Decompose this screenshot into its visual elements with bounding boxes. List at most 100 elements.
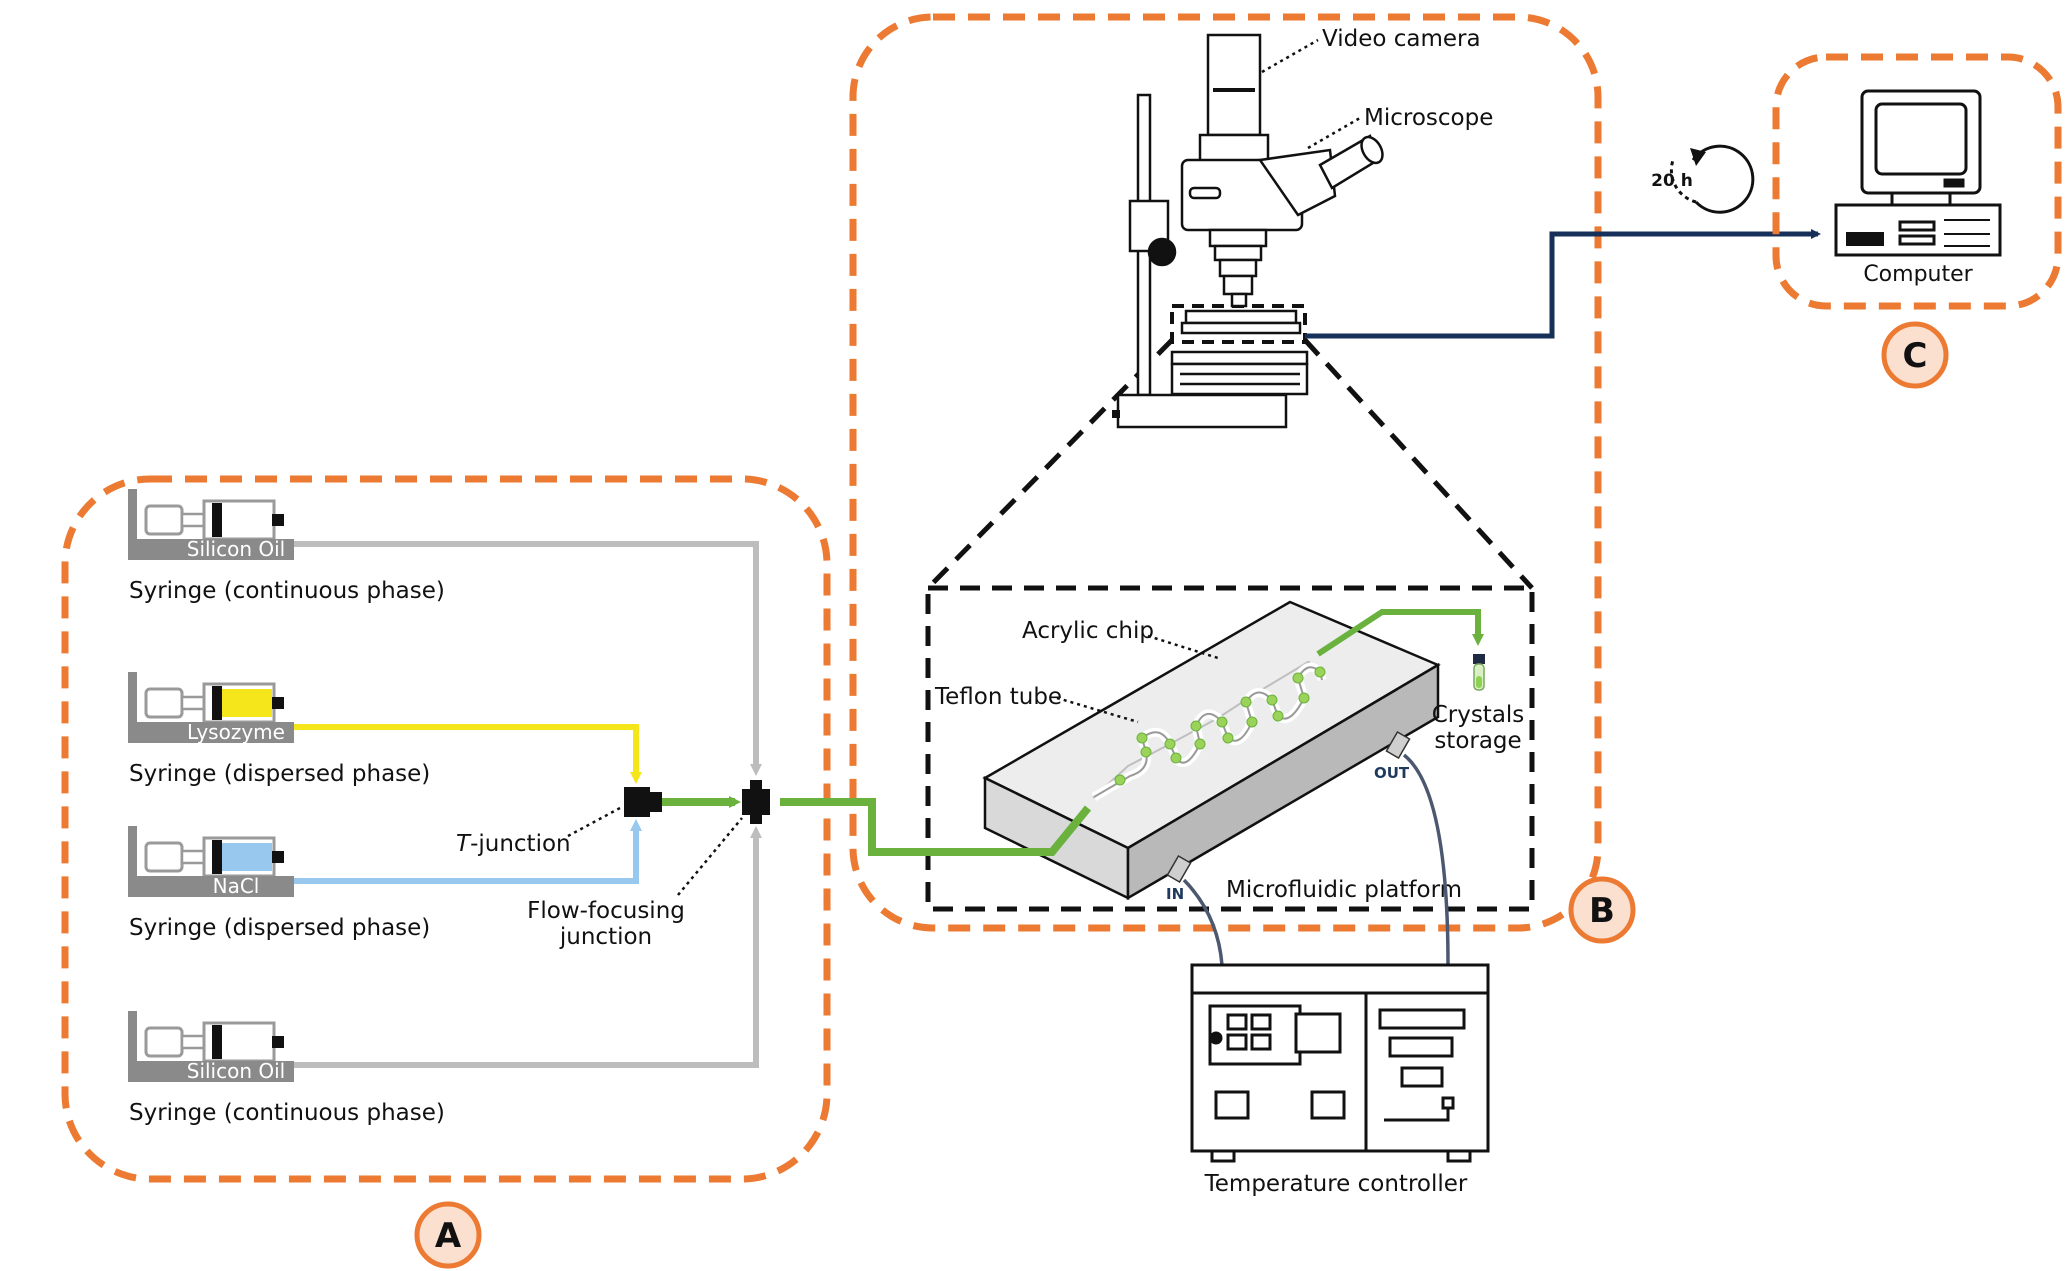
thermal-cable-out [1402, 753, 1450, 966]
syringe-label-plate [128, 722, 294, 743]
crystal-droplet [1140, 746, 1152, 758]
crystal-droplet [1314, 666, 1326, 678]
syringe-label: NaCl [213, 874, 260, 898]
teflon-tube-leader [1056, 696, 1139, 724]
panel-c-border [1772, 53, 2062, 310]
crystal-droplet [1136, 732, 1148, 744]
crystal-droplet [1246, 716, 1258, 728]
temperature-controller-label: Temperature controller [1204, 1171, 1468, 1197]
panel-a-badge-letter: A [435, 1216, 462, 1256]
t-junction-label: T-junction [456, 831, 571, 857]
microscope-label: Microscope [1364, 105, 1493, 131]
syringe-label-plate [128, 539, 294, 560]
microfluidic-platform-label: Microfluidic platform [1226, 877, 1462, 903]
syringe-label-plate [128, 876, 294, 897]
panel-a-border [61, 475, 831, 1183]
syringe-tip [272, 851, 284, 863]
syringe-fluid [222, 689, 272, 717]
syringe-tip [272, 697, 284, 709]
syringe-plunger-rod [180, 512, 208, 528]
in-port [1166, 854, 1192, 884]
teflon-tube-line [1093, 666, 1323, 798]
syringe-plunger-rod [180, 1034, 208, 1050]
syringe-fluid [222, 843, 272, 871]
panel-b-border [849, 13, 1602, 932]
flow-focusing-leader [677, 817, 743, 896]
flow-focusing-label-line1: Flow-focusing [527, 898, 685, 924]
syringe-plunger-handle [144, 687, 184, 719]
syringe-caption: Syringe (dispersed phase) [129, 761, 430, 787]
camera-leader [1261, 38, 1319, 74]
syringe-fluid [222, 1028, 272, 1056]
syringe-plunger-handle [144, 1026, 184, 1058]
crystal-droplet [1292, 672, 1304, 684]
panel-b-badge-letter: B [1589, 891, 1615, 931]
microscope [1112, 33, 1384, 429]
syringe-seal [212, 686, 222, 720]
panel-c-badge-letter: C [1903, 336, 1928, 376]
thermal-cable-in [1182, 878, 1224, 966]
data-cable [1305, 229, 1821, 339]
crystals-storage-label-line1: Crystals [1432, 702, 1525, 728]
crystal-storage-vial [1473, 654, 1485, 691]
syringe-label: Silicon Oil [187, 1059, 286, 1083]
flow-focusing-connector [742, 780, 770, 824]
zoom-line-right [1303, 338, 1534, 590]
panel-b: Video camera Microscope Acrylic chip Tef… [780, 13, 1636, 944]
syringe-tip [272, 514, 284, 526]
crystal-droplet [1170, 752, 1182, 764]
acrylic-chip-label: Acrylic chip [1022, 618, 1154, 644]
oil-line-bottom [285, 826, 762, 1068]
t-junction-connector [624, 787, 662, 817]
crystal-droplet [1222, 732, 1234, 744]
syringe-plunger-handle [144, 841, 184, 873]
crystal-droplet [1266, 694, 1278, 706]
panel-b-badge [1568, 876, 1636, 944]
in-port-label: IN [1166, 885, 1184, 903]
crystal-droplet [1272, 710, 1284, 722]
syringe-label: Silicon Oil [187, 537, 286, 561]
syringe-caption: Syringe (dispersed phase) [129, 915, 430, 941]
syringe-mount [128, 672, 137, 740]
syringe-plunger-rod [180, 695, 208, 711]
lysozyme-line [285, 724, 642, 784]
crystal-droplet [1216, 716, 1228, 728]
droplet-line-to-storage [1316, 609, 1484, 657]
syringe-plunger-handle [144, 504, 184, 536]
out-port [1385, 730, 1411, 760]
zoom-box [925, 585, 1535, 912]
teflon-tube-label: Teflon tube [934, 684, 1062, 710]
video-camera-label: Video camera [1322, 26, 1481, 52]
panel-a: T-junction Flow-focusing junction Silico… [61, 475, 831, 1269]
syringe-plunger-rod [180, 849, 208, 865]
crystal-droplet [1114, 774, 1126, 786]
panel-a-badge [414, 1201, 482, 1269]
syringe-seal [212, 840, 222, 874]
syringe-seal [212, 1025, 222, 1059]
t-junction-leader [567, 806, 621, 838]
syringe-fluid [222, 506, 272, 534]
syringe-mount [128, 1011, 137, 1079]
microscope-leader [1307, 116, 1361, 150]
syringe-caption: Syringe (continuous phase) [129, 578, 445, 604]
syringe-label-plate [128, 1061, 294, 1082]
syringe-mount [128, 489, 137, 557]
crystal-droplet [1164, 738, 1176, 750]
syringe-tip [272, 1036, 284, 1048]
crystal-droplet [1190, 720, 1202, 732]
timer-icon: 20 h [1651, 144, 1755, 214]
syringe-mount [128, 826, 137, 894]
timer-label: 20 h [1651, 171, 1693, 191]
temperature-controller [1190, 963, 1490, 1163]
syringe-seal [212, 503, 222, 537]
oil-line-top [285, 541, 762, 776]
nacl-line [285, 819, 642, 884]
microfluidic-chip [982, 600, 1441, 901]
panel-c: Computer C [1772, 53, 2062, 389]
